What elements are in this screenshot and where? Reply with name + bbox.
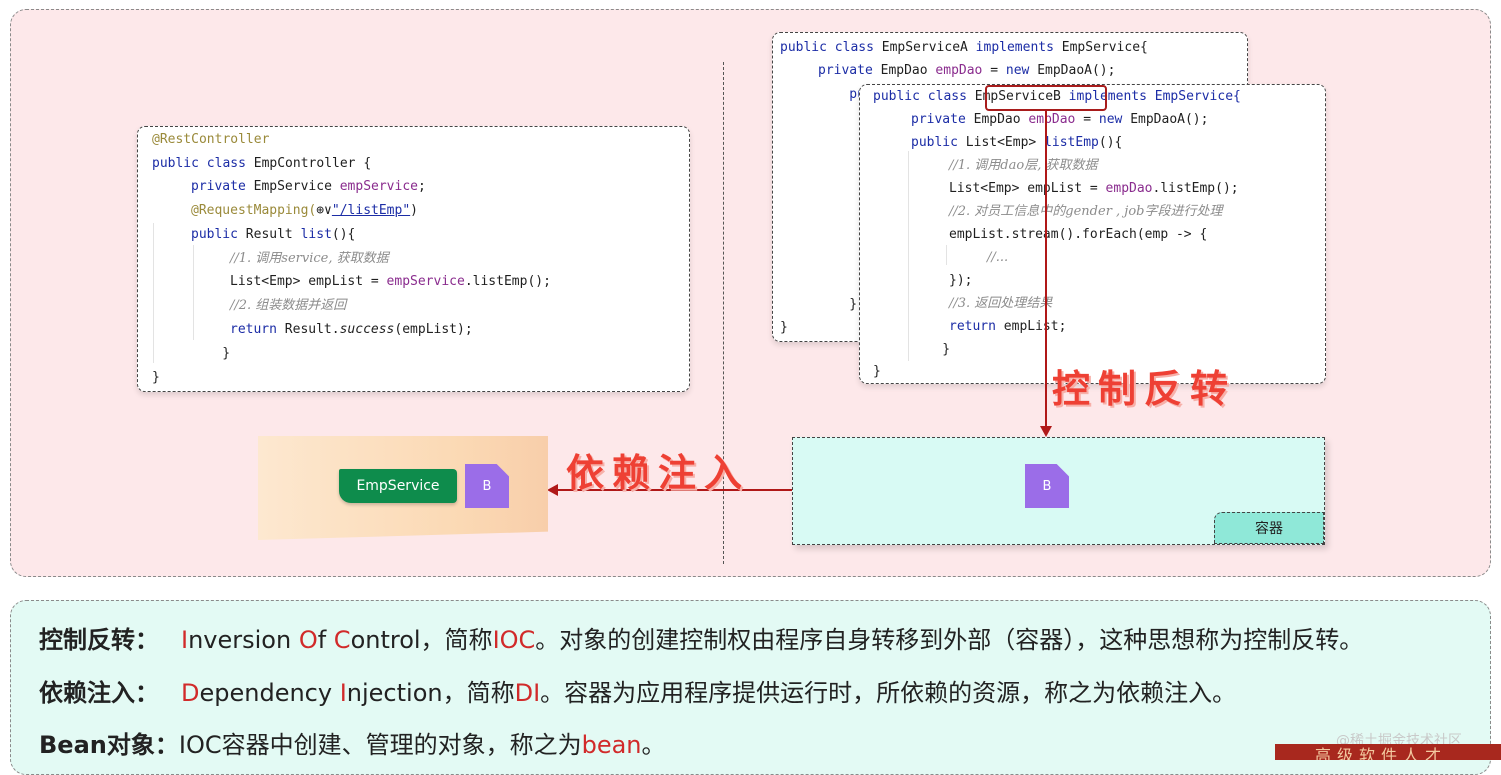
controller-code-card: @RestController public class EmpControll… xyxy=(137,126,690,392)
code-line: private EmpDao empDao = new EmpDaoA(); xyxy=(818,63,1116,78)
code-line: } xyxy=(911,342,951,357)
code-line: } xyxy=(191,346,231,361)
container-label: 容器 xyxy=(1214,512,1324,544)
class-name-highlight: EmpServiceB xyxy=(974,89,1061,104)
service-b-code-card: public class EmpServiceB implements EmpS… xyxy=(859,84,1326,384)
indent-guide xyxy=(153,223,154,363)
code-line: private EmpService empService; xyxy=(191,179,426,194)
code-comment: //3. 返回处理结果 xyxy=(949,296,1053,311)
code-line: return empList; xyxy=(949,319,1067,334)
definitions-panel xyxy=(10,600,1491,775)
code-line: } xyxy=(873,364,881,379)
bean-icon: B xyxy=(465,464,509,508)
code-line: public Result list(){ xyxy=(191,227,356,242)
code-line: List<Emp> empList = empDao.listEmp(); xyxy=(949,181,1239,196)
code-line: @RestController xyxy=(152,132,270,147)
code-line: public class EmpServiceA implements EmpS… xyxy=(780,40,1148,55)
empservice-tag: EmpService xyxy=(339,469,457,503)
indent-guide xyxy=(946,245,947,265)
code-line: private EmpDao empDao = new EmpDaoA(); xyxy=(911,112,1209,127)
ioc-term: 控制反转： xyxy=(39,626,159,654)
code-comment: //2. 对员工信息中的gender , job字段进行处理 xyxy=(949,204,1223,219)
code-line: public List<Emp> listEmp(){ xyxy=(911,135,1123,150)
code-line: @RequestMapping(⊕∨"/listEmp") xyxy=(191,203,418,218)
code-line: } xyxy=(780,320,788,335)
ioc-label: 控制反转 xyxy=(1052,366,1237,411)
bottom-strip: 高级软件人才 xyxy=(1275,744,1501,760)
ioc-definition: 控制反转：Inversion Of Control，简称IOC。对象的创建控制权… xyxy=(39,626,1364,654)
di-definition: 依赖注入：Dependency Injection，简称DI。容器为应用程序提供… xyxy=(39,679,1237,707)
di-term: 依赖注入： xyxy=(39,679,159,707)
code-line: } xyxy=(152,370,160,385)
bean-definition: Bean对象：IOC容器中创建、管理的对象，称之为bean。 xyxy=(39,731,666,759)
code-line: public class EmpController { xyxy=(152,156,372,171)
code-line: } xyxy=(818,297,858,312)
divider-line xyxy=(723,62,724,564)
code-comment: //2. 组装数据并返回 xyxy=(230,298,347,313)
code-line: }); xyxy=(949,273,973,288)
code-line: public class EmpServiceB implements EmpS… xyxy=(873,89,1241,104)
indent-guide xyxy=(908,151,909,361)
code-comment: //... xyxy=(987,250,1009,265)
indent-guide xyxy=(193,245,194,340)
class-name-highlight-box xyxy=(985,85,1107,111)
bean-term: Bean对象： xyxy=(39,731,179,759)
di-label: 依赖注入 xyxy=(566,450,751,495)
code-comment: //1. 调用service, 获取数据 xyxy=(230,251,389,266)
code-line: List<Emp> empList = empService.listEmp()… xyxy=(230,274,551,289)
bean-icon: B xyxy=(1025,464,1069,508)
code-line: empList.stream().forEach(emp -> { xyxy=(949,227,1208,242)
code-line: return Result.success(empList); xyxy=(230,322,473,337)
code-comment: //1. 调用dao层, 获取数据 xyxy=(949,158,1098,173)
